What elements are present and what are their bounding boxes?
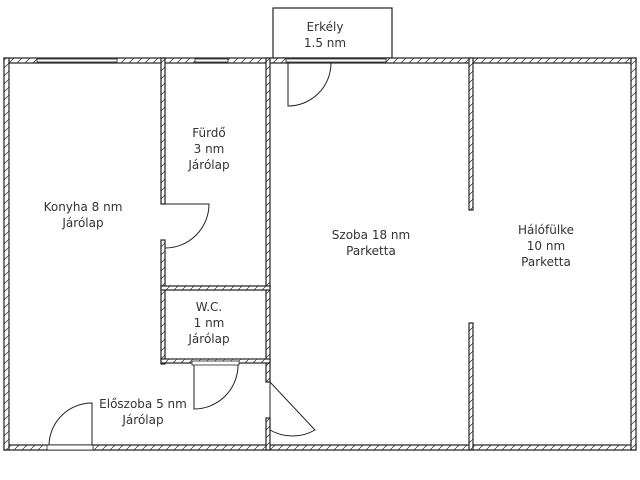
wall-furdo-left [160,57,166,205]
room-label-furdo: Fürdő 3 nm Járólap [188,125,229,173]
wall-bottom [3,444,637,451]
room-label-erkely: Erkély 1.5 nm [304,19,346,51]
room-name: Hálófülke [517,223,575,237]
room-name: W.C. [195,300,223,314]
room-floor: Járólap [122,413,164,427]
room-name: Előszoba 5 nm [99,397,187,411]
room-label-wc: W.C. 1 nm Járólap [188,299,229,347]
wall-furdo-right [265,57,271,383]
door-wc[interactable] [193,364,239,410]
room-label-eloszoba: Előszoba 5 nm Járólap [99,396,187,428]
window [285,58,387,63]
wall-furdo-left-lower [160,239,166,365]
room-floor: Parketta [521,255,571,269]
room-name: Erkély [306,20,344,34]
room-floor: Járólap [188,332,230,346]
window [194,58,229,63]
room-name: Konyha 8 nm [43,200,123,214]
door-entrance[interactable] [48,402,93,446]
room-label-halofulke: Hálófülke 10 nm Parketta [518,222,574,270]
room-name: Fürdő [192,126,226,140]
wall-left [3,57,10,451]
room-label-konyha: Konyha 8 nm Járólap [44,199,123,231]
room-floor: Járólap [62,216,104,230]
room-floor: Járólap [188,158,230,172]
room-area: 10 nm [526,239,566,253]
room-label-szoba: Szoba 18 nm Parketta [332,227,410,259]
room-area: 1 nm [193,316,225,330]
wall-halo-top [468,57,474,211]
door-opening [191,360,240,366]
room-area: 3 nm [193,142,225,156]
door-furdo[interactable] [164,203,210,249]
wall-halo-bottom [468,322,474,451]
room-floor: Parketta [346,244,396,258]
wall-right [630,57,637,451]
door-szoba[interactable] [269,380,316,437]
room-name: Szoba 18 nm [331,228,411,242]
balcony-outline [272,7,393,59]
wall-wc-top [160,285,271,291]
wall-furdo-right-lower [265,417,271,451]
room-area: 1.5 nm [303,36,347,50]
door-balcony[interactable] [287,62,332,107]
door-opening [46,444,94,451]
window [36,58,118,63]
